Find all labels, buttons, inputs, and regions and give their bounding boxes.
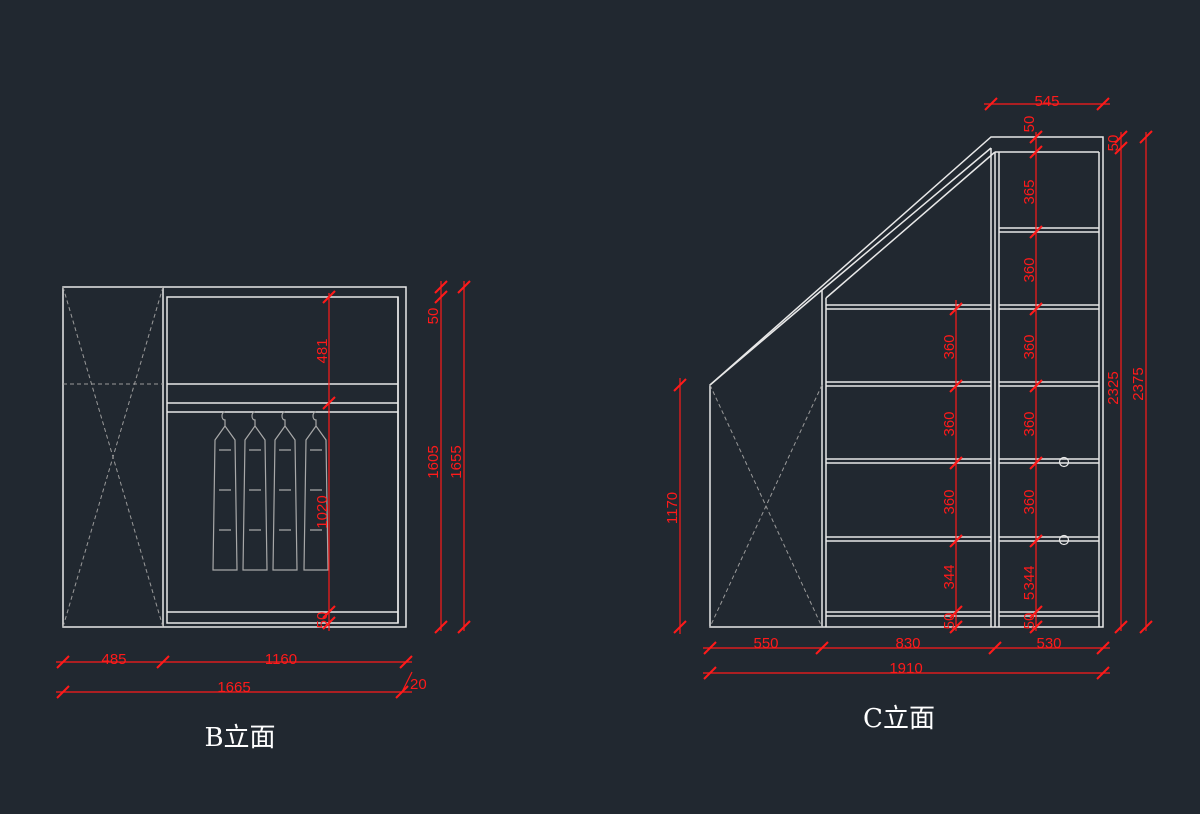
c-dimensions — [673, 97, 1153, 680]
c-dim-section3-width: 530 — [1036, 635, 1061, 652]
c-mid-shelf-dim: 344 — [941, 564, 958, 589]
c-mid-shelf-dim: 360 — [941, 334, 958, 359]
c-mid-shelf-dim: 360 — [941, 489, 958, 514]
b-dimensions — [56, 280, 471, 699]
b-dim-base: 50 — [314, 612, 331, 629]
b-dim-inner-height: 1605 — [425, 445, 442, 478]
drawer-knob-icon — [1058, 456, 1070, 546]
b-elevation-title: B立面 — [204, 723, 275, 753]
c-dim-total-width: 1910 — [889, 660, 922, 677]
c-elevation-title: C立面 — [863, 704, 935, 734]
c-dim-section2-width: 830 — [895, 635, 920, 652]
b-dim-total-height: 1655 — [448, 445, 465, 478]
c-cabinet-outline — [709, 136, 1104, 628]
b-dimension-labels: 485 1160 1665 20 481 1020 50 50 1605 165… — [101, 308, 465, 696]
c-mid-shelf-dim: 360 — [941, 411, 958, 436]
hanging-clothes-icon — [212, 411, 329, 571]
elevation-c: 545 550 830 530 1910 1170 2325 2375 50 3… — [664, 93, 1153, 734]
c-right-shelf-dim: 5 — [1021, 592, 1038, 600]
b-dim-top: 481 — [314, 338, 331, 363]
c-right-shelf-dim: 360 — [1021, 411, 1038, 436]
b-dim-left-width: 485 — [101, 651, 126, 668]
b-dim-right-width: 1160 — [265, 651, 297, 668]
c-right-shelf-dim: 360 — [1021, 257, 1038, 282]
b-dim-total-width: 1665 — [217, 679, 250, 696]
b-hidden-lines — [62, 286, 164, 628]
c-dim-total-height: 2375 — [1130, 367, 1147, 400]
c-right-shelf-dim: 50 — [1021, 613, 1038, 630]
c-dim-inner-height: 2325 — [1105, 371, 1122, 404]
c-right-shelf-dim: 50 — [1021, 116, 1038, 133]
c-dim-cap: 50 — [1105, 135, 1122, 152]
c-dim-side-height: 1170 — [664, 492, 681, 524]
b-dim-hang: 1020 — [314, 495, 331, 528]
c-dim-top-width: 545 — [1034, 93, 1059, 110]
c-dim-section1-width: 550 — [753, 635, 778, 652]
c-right-shelf-dim: 360 — [1021, 334, 1038, 359]
c-mid-shelf-dim: 50 — [941, 613, 958, 630]
c-right-shelf-dim: 360 — [1021, 489, 1038, 514]
c-dimension-labels: 545 550 830 530 1910 1170 2325 2375 50 3… — [664, 93, 1147, 677]
b-dim-cap: 50 — [425, 308, 442, 325]
b-dim-depth: 20 — [410, 676, 427, 693]
c-right-shelf-dim: 365 — [1021, 179, 1038, 204]
b-wardrobe-outline — [62, 286, 407, 628]
elevation-b: 485 1160 1665 20 481 1020 50 50 1605 165… — [56, 280, 471, 753]
c-hidden-lines — [709, 384, 823, 628]
c-right-shelf-dim: 344 — [1021, 565, 1038, 590]
